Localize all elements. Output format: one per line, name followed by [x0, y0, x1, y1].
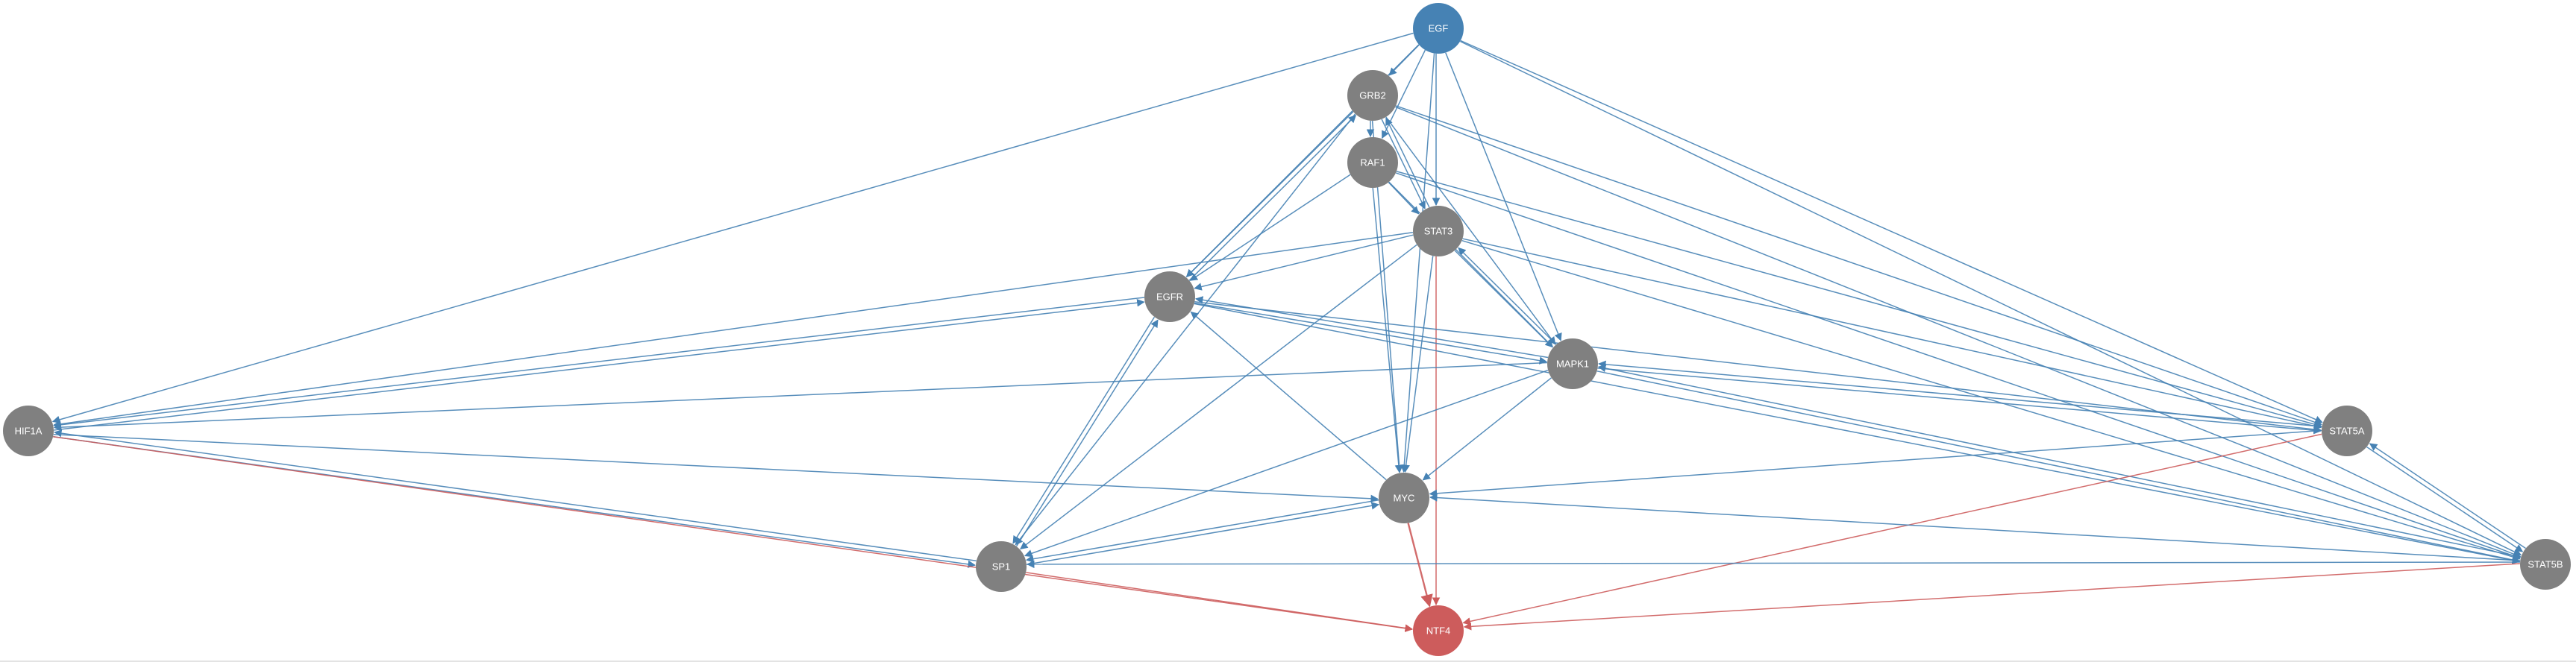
edge-myc-to-sp1[interactable]: [1025, 499, 1379, 563]
edge-stat5a-to-ntf4[interactable]: [1462, 433, 2322, 625]
edge-egfr-to-mapk1[interactable]: [1194, 302, 1548, 365]
edge-egfr-to-sp1[interactable]: [1012, 316, 1156, 544]
node-circle[interactable]: [2520, 539, 2571, 590]
node-circle[interactable]: [1413, 206, 1464, 256]
edge-egfr-to-grb2[interactable]: [1188, 115, 1357, 281]
node-circle[interactable]: [1347, 70, 1398, 121]
node-stat5a[interactable]: STAT5A: [2322, 406, 2372, 456]
node-mapk1[interactable]: MAPK1: [1547, 338, 1598, 389]
edge-grb2-to-stat5a[interactable]: [1395, 105, 2322, 426]
edge-egf-to-myc[interactable]: [1400, 53, 1435, 473]
edge-sp1-to-hif1a[interactable]: [54, 429, 977, 562]
edge-myc-to-egfr[interactable]: [1190, 311, 1387, 481]
edge-layer: [51, 32, 2526, 632]
node-circle[interactable]: [1413, 605, 1464, 656]
edge-raf1-to-mapk1[interactable]: [1388, 181, 1553, 348]
edge-stat3-to-grb2[interactable]: [1385, 117, 1430, 208]
edge-sp1-to-egfr[interactable]: [1015, 319, 1159, 547]
edge-mapk1-to-sp1[interactable]: [1024, 369, 1549, 558]
edge-stat3-to-egfr[interactable]: [1194, 234, 1414, 291]
node-circle[interactable]: [976, 541, 1027, 592]
edge-stat3-to-mapk1[interactable]: [1454, 250, 1553, 348]
node-raf1[interactable]: RAF1: [1347, 137, 1398, 188]
edge-egf-to-hif1a[interactable]: [51, 32, 1414, 423]
node-circle[interactable]: [3, 406, 54, 456]
node-label: STAT3: [1424, 226, 1453, 237]
node-circle[interactable]: [2322, 406, 2372, 456]
edge-egfr-to-hif1a[interactable]: [53, 297, 1144, 429]
edge-hif1a-to-ntf4[interactable]: [53, 435, 1413, 632]
edge-egfr-to-stat5b[interactable]: [1194, 303, 2521, 564]
edge-stat3-to-hif1a[interactable]: [53, 232, 1414, 428]
node-circle[interactable]: [1413, 3, 1464, 54]
node-label: MYC: [1394, 493, 1415, 504]
edge-mapk1-to-stat3[interactable]: [1458, 247, 1557, 345]
edge-mapk1-to-stat5a[interactable]: [1597, 368, 2322, 435]
edge-hif1a-to-egfr[interactable]: [54, 298, 1145, 431]
node-label: GRB2: [1359, 90, 1385, 101]
node-circle[interactable]: [1379, 473, 1429, 523]
edge-mapk1-to-hif1a[interactable]: [53, 362, 1547, 432]
edge-grb2-to-mapk1[interactable]: [1385, 116, 1556, 345]
edge-egf-to-mapk1[interactable]: [1445, 52, 1562, 341]
node-ntf4[interactable]: NTF4: [1413, 605, 1464, 656]
edge-raf1-to-stat5a[interactable]: [1396, 171, 2322, 429]
edge-stat3-to-stat5b[interactable]: [1461, 239, 2521, 561]
edge-stat3-to-myc[interactable]: [1402, 256, 1434, 473]
node-myc[interactable]: MYC: [1379, 473, 1429, 523]
edge-stat3-to-sp1[interactable]: [1020, 244, 1417, 549]
node-label: NTF4: [1426, 625, 1451, 637]
node-circle[interactable]: [1144, 271, 1195, 322]
node-label: RAF1: [1360, 157, 1385, 168]
edge-sp1-to-myc[interactable]: [1026, 502, 1380, 565]
edge-raf1-to-egfr[interactable]: [1189, 174, 1351, 281]
edge-egf-to-stat5b[interactable]: [1459, 40, 2522, 556]
edge-myc-to-ntf4[interactable]: [1407, 523, 1433, 608]
edge-stat5b-to-stat5a[interactable]: [2369, 443, 2526, 549]
edge-stat5b-to-sp1[interactable]: [1026, 560, 2521, 569]
edge-hif1a-to-myc[interactable]: [53, 433, 1379, 503]
node-label: MAPK1: [1556, 359, 1589, 370]
edge-egf-to-stat5a[interactable]: [1460, 40, 2323, 423]
node-stat3[interactable]: STAT3: [1413, 206, 1464, 256]
edge-raf1-to-stat3[interactable]: [1388, 182, 1420, 215]
edge-mapk1-to-stat5b[interactable]: [1596, 371, 2521, 564]
edge-grb2-to-stat5b[interactable]: [1395, 106, 2522, 558]
node-egf[interactable]: EGF: [1413, 3, 1464, 54]
node-stat5b[interactable]: STAT5B: [2520, 539, 2571, 590]
node-label: EGF: [1429, 23, 1449, 34]
edge-grb2-to-stat3[interactable]: [1381, 119, 1426, 209]
edge-stat3-to-stat5a[interactable]: [1462, 238, 2322, 430]
node-label: HIF1A: [15, 426, 43, 437]
edge-stat5a-to-mapk1[interactable]: [1598, 360, 2322, 427]
node-circle[interactable]: [1347, 137, 1398, 188]
edge-stat5a-to-stat5b[interactable]: [2366, 446, 2524, 552]
edge-stat5b-to-ntf4[interactable]: [1463, 563, 2520, 631]
node-sp1[interactable]: SP1: [976, 541, 1027, 592]
node-label: STAT5A: [2329, 426, 2365, 437]
node-label: EGFR: [1156, 291, 1183, 303]
edge-grb2-to-sp1[interactable]: [1015, 113, 1356, 546]
node-circle[interactable]: [1547, 338, 1598, 389]
edge-stat5b-to-mapk1[interactable]: [1597, 364, 2522, 558]
edge-egfr-to-stat5a[interactable]: [1194, 301, 2322, 434]
edge-grb2-to-egfr[interactable]: [1185, 111, 1354, 277]
node-grb2[interactable]: GRB2: [1347, 70, 1398, 121]
edge-mapk1-to-myc[interactable]: [1422, 377, 1552, 481]
node-label: STAT5B: [2528, 559, 2563, 570]
edge-stat5b-to-myc[interactable]: [1429, 494, 2521, 561]
node-label: SP1: [992, 561, 1011, 573]
node-egfr[interactable]: EGFR: [1144, 271, 1195, 322]
edge-sp1-to-ntf4[interactable]: [1026, 572, 1413, 632]
edge-raf1-to-stat5b[interactable]: [1395, 172, 2521, 560]
node-hif1a[interactable]: HIF1A: [3, 406, 54, 456]
edge-stat5a-to-myc[interactable]: [1429, 429, 2322, 498]
